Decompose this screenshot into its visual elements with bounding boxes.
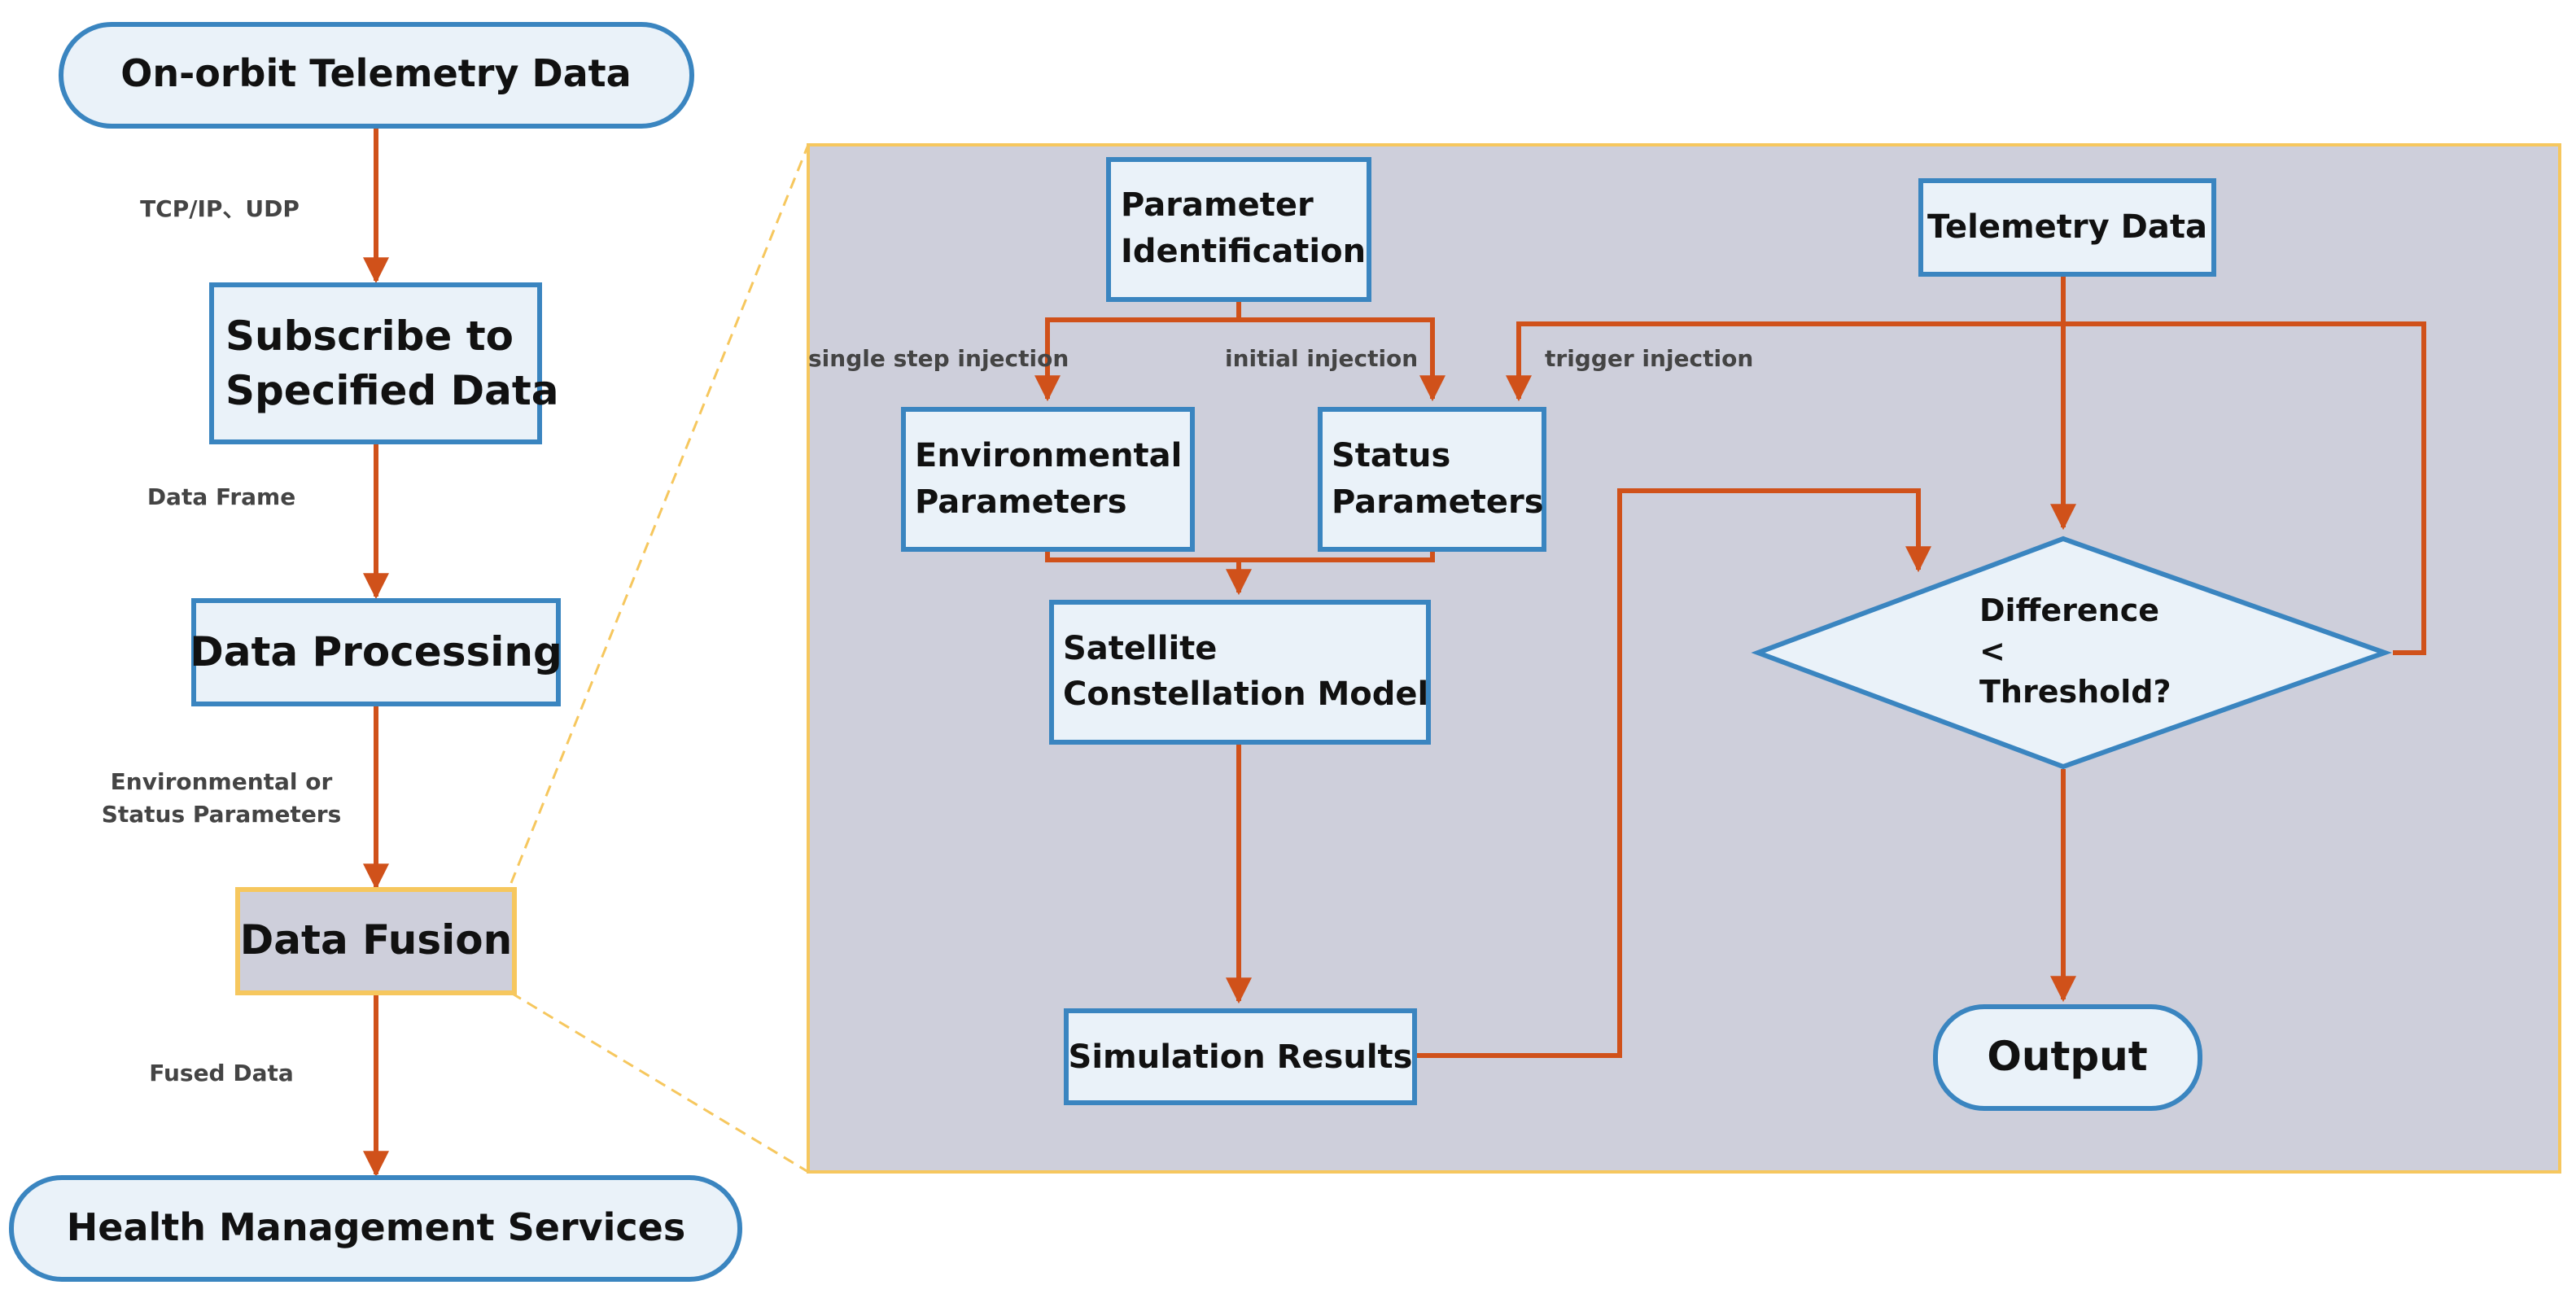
node-telemetry-source: On-orbit Telemetry Data (59, 22, 694, 129)
node-fusion-label: Data Fusion (240, 916, 512, 964)
zoom-connector-top (510, 144, 810, 884)
node-decision-line3: Threshold? (1979, 674, 2171, 710)
edge-diamond-trigger-feedback (1506, 321, 2426, 655)
node-decision-line1: Difference (1979, 592, 2159, 628)
node-status-parameters-line1: Status (1332, 437, 1450, 474)
node-processing-label: Data Processing (190, 628, 562, 675)
edge-param-to-status (1239, 317, 1445, 402)
label-params-line2: Status Parameters (102, 801, 342, 828)
label-fused-data: Fused Data (149, 1060, 294, 1086)
node-health-services: Health Management Services (9, 1175, 742, 1282)
node-constellation-model-line1: Satellite (1063, 630, 1217, 667)
node-subscribe-label-line1: Subscribe to (225, 313, 514, 360)
edge-status-to-model (1239, 549, 1435, 562)
zoom-connector-bottom (510, 991, 809, 1174)
node-subscribe: Subscribe to Specified Data (209, 282, 559, 444)
label-initial-injection: initial injection (1225, 345, 1418, 372)
edge-env-to-model (1045, 549, 1252, 596)
node-parameter-identification-line2: Identification (1121, 233, 1366, 270)
label-data-frame: Data Frame (147, 483, 295, 510)
node-environmental-parameters: Environmental Parameters (901, 407, 1195, 552)
node-parameter-identification: Parameter Identification (1106, 157, 1371, 302)
label-trigger-injection: trigger injection (1545, 345, 1753, 372)
node-telemetry-data: Telemetry Data (1918, 178, 2216, 277)
node-decision-diamond: Difference < Threshold? (1751, 535, 2392, 770)
node-constellation-model: Satellite Constellation Model (1049, 600, 1431, 745)
node-telemetry-source-label: On-orbit Telemetry Data (120, 51, 631, 95)
node-health-services-label: Health Management Services (67, 1205, 685, 1249)
node-status-parameters: Status Parameters (1318, 407, 1546, 552)
node-processing: Data Processing (190, 598, 562, 706)
node-simulation-results-label: Simulation Results (1069, 1038, 1413, 1076)
node-subscribe-label-line2: Specified Data (225, 367, 559, 414)
node-telemetry-data-label: Telemetry Data (1927, 208, 2207, 246)
node-environmental-parameters-line1: Environmental (915, 437, 1182, 474)
label-single-step-injection: single step injection (808, 345, 1069, 372)
node-simulation-results: Simulation Results (1064, 1008, 1417, 1105)
node-decision-line2: < (1979, 633, 2005, 669)
node-fusion: Data Fusion (235, 887, 517, 995)
node-parameter-identification-line1: Parameter (1121, 186, 1314, 224)
node-output-label: Output (1987, 1033, 2147, 1080)
node-status-parameters-line2: Parameters (1332, 483, 1544, 521)
label-params-line1: Environmental or (111, 768, 333, 795)
edge-param-to-env (1034, 301, 1241, 402)
edge-results-to-diamond (1415, 488, 1931, 1058)
node-environmental-parameters-line2: Parameters (915, 483, 1127, 521)
label-protocol: TCP/IP、UDP (140, 195, 300, 222)
node-output: Output (1933, 1004, 2202, 1111)
node-constellation-model-line2: Constellation Model (1063, 675, 1428, 713)
